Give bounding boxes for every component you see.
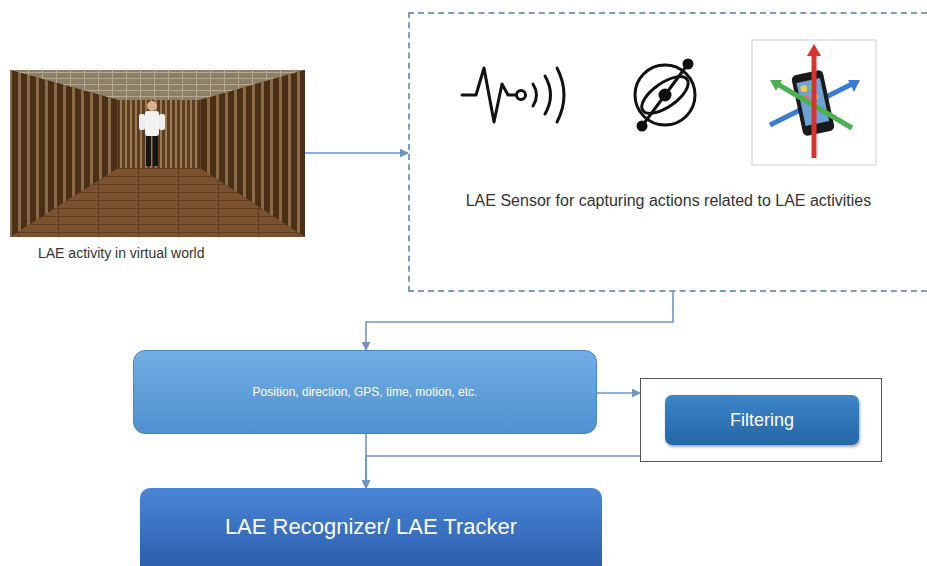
virtual-world-picture — [10, 70, 305, 237]
sensor-group: LAE Sensor for capturing actions related… — [408, 12, 927, 292]
node-text: LAE Recognizer/ LAE Tracker — [225, 514, 517, 540]
phone-axes-picture — [752, 40, 876, 165]
node-text: LAE activity in virtual world — [38, 245, 205, 261]
filter-frame: Filtering — [640, 378, 882, 462]
flow-arrow — [597, 392, 640, 394]
node-text: LAE Sensor for capturing actions related… — [440, 190, 897, 212]
flow-arrow — [305, 152, 408, 154]
node-text: Filtering — [665, 395, 859, 445]
node-text: Position, direction, GPS, time, motion, … — [233, 385, 498, 399]
flow-arrow — [365, 434, 367, 488]
signal-icon — [462, 68, 564, 122]
recognizer-box: LAE Recognizer/ LAE Tracker — [140, 488, 602, 566]
picture-frame: LAE activity in virtual world — [10, 70, 305, 237]
flow-arrow — [366, 292, 673, 350]
gyroscope-icon — [635, 60, 695, 130]
data-box: Position, direction, GPS, time, motion, … — [133, 350, 597, 434]
flow-arrow — [366, 456, 640, 488]
